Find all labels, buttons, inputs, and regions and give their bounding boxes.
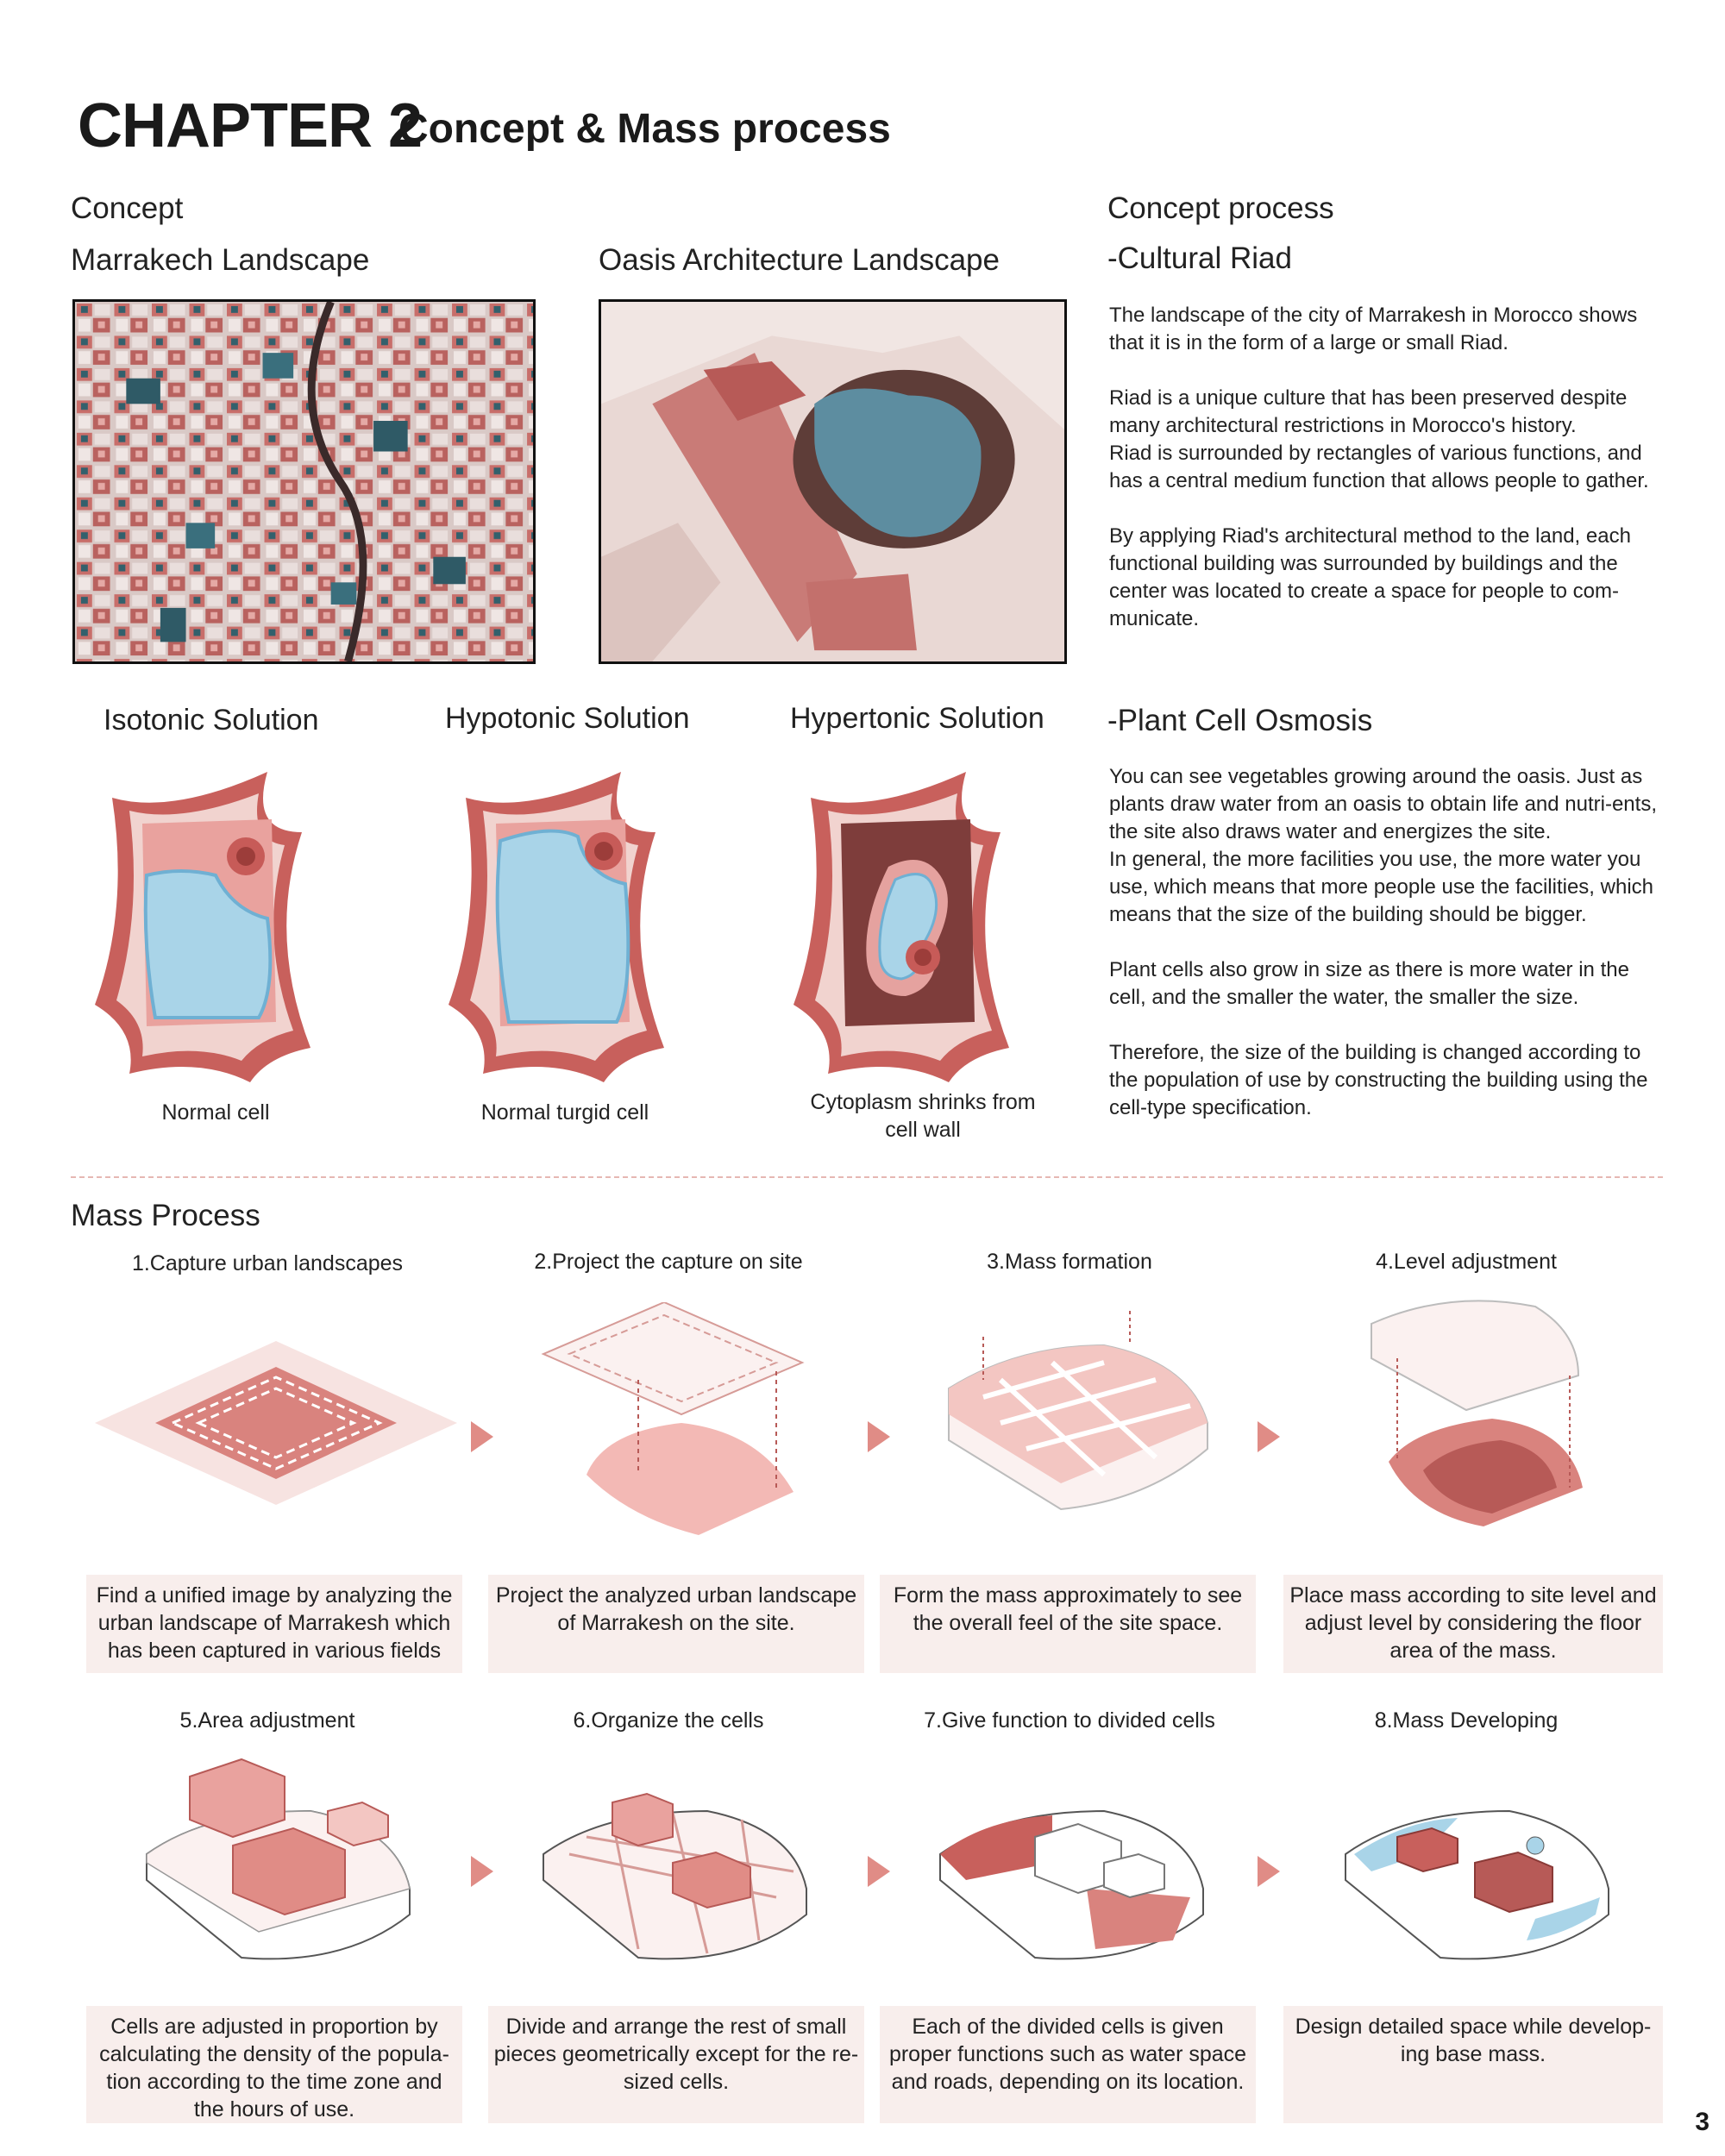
isotonic-cell-illustration — [95, 772, 336, 1091]
process-arrow-icon — [868, 1856, 890, 1887]
step-7-title: 7.Give function to divided cells — [924, 1708, 1215, 1733]
concept-process-heading: Concept process — [1107, 191, 1334, 225]
step-4-description: Place mass according to site level and a… — [1283, 1575, 1663, 1673]
step-8-diagram — [1337, 1768, 1613, 1966]
process-arrow-icon — [471, 1421, 493, 1452]
step-1-diagram — [95, 1341, 457, 1505]
osmosis-text: You can see vegetables growing around th… — [1109, 763, 1670, 1122]
mass-process-heading: Mass Process — [71, 1199, 260, 1232]
step-8-title: 8.Mass Developing — [1374, 1708, 1559, 1733]
process-arrow-icon — [1258, 1421, 1280, 1452]
riad-paragraph: By applying Riad's architectural method … — [1109, 524, 1631, 630]
step-5-description: Cells are adjusted in proportion by calc… — [86, 2006, 462, 2123]
step-5-title: 5.Area adjustment — [179, 1708, 355, 1733]
hypertonic-caption: Cytoplasm shrinks from cell wall — [810, 1090, 1036, 1142]
osmosis-paragraph: In general, the more facilities you use,… — [1109, 848, 1653, 926]
isotonic-title: Isotonic Solution — [104, 704, 319, 736]
step-2-diagram — [535, 1302, 811, 1535]
osmosis-paragraph: Therefore, the size of the building is c… — [1109, 1041, 1648, 1119]
process-arrow-icon — [471, 1856, 493, 1887]
osmosis-paragraph: Plant cells also grow in size as there i… — [1109, 958, 1629, 1009]
concept-heading: Concept — [71, 191, 184, 225]
step-6-title: 6.Organize the cells — [573, 1708, 764, 1733]
marrakech-title: Marrakech Landscape — [71, 243, 370, 277]
hypotonic-caption: Normal turgid cell — [480, 1100, 649, 1125]
step-7-description: Each of the divided cells is given prope… — [880, 2006, 1256, 2123]
oasis-aerial-photo — [599, 299, 1067, 664]
hypotonic-cell-illustration — [448, 772, 690, 1091]
step-5-diagram — [138, 1751, 414, 1966]
marrakech-aerial-photo — [72, 299, 536, 664]
step-6-description: Divide and arrange the rest of small pie… — [488, 2006, 864, 2123]
hypertonic-cell-illustration — [794, 772, 1035, 1091]
step-4-title: 4.Level adjustment — [1376, 1250, 1557, 1274]
riad-paragraph: Riad is a unique culture that has been p… — [1109, 386, 1628, 437]
plant-cell-osmosis-title: -Plant Cell Osmosis — [1107, 704, 1373, 737]
step-3-diagram — [932, 1311, 1216, 1518]
chapter-title: CHAPTER 2 — [78, 91, 423, 160]
process-arrow-icon — [1258, 1856, 1280, 1887]
step-1-title: 1.Capture urban landscapes — [131, 1251, 404, 1275]
step-6-diagram — [535, 1768, 811, 1966]
step-8-description: Design detailed space while develop-ing … — [1283, 2006, 1663, 2123]
riad-paragraph: Riad is surrounded by rectangles of vari… — [1109, 442, 1649, 492]
step-2-title: 2.Project the capture on site — [534, 1250, 803, 1274]
cultural-riad-title: -Cultural Riad — [1107, 241, 1292, 275]
riad-text: The landscape of the city of Marrakesh i… — [1109, 302, 1670, 633]
hypotonic-title: Hypotonic Solution — [445, 702, 690, 735]
isotonic-caption: Normal cell — [161, 1100, 270, 1125]
osmosis-paragraph: You can see vegetables growing around th… — [1109, 765, 1657, 843]
step-3-description: Form the mass approximately to see the o… — [880, 1575, 1256, 1673]
step-2-description: Project the analyzed urban landscape of … — [488, 1575, 864, 1673]
process-arrow-icon — [868, 1421, 890, 1452]
step-4-diagram — [1363, 1289, 1587, 1539]
step-1-description: Find a unified image by analyzing the ur… — [86, 1575, 462, 1673]
step-7-diagram — [932, 1768, 1208, 1966]
hypertonic-title: Hypertonic Solution — [790, 702, 1044, 735]
oasis-title: Oasis Architecture Landscape — [599, 243, 1000, 277]
riad-paragraph: The landscape of the city of Marrakesh i… — [1109, 304, 1638, 354]
section-divider — [71, 1176, 1663, 1178]
step-3-title: 3.Mass formation — [987, 1250, 1152, 1274]
chapter-subtitle: Concept & Mass process — [398, 106, 891, 152]
page-number: 3 — [1695, 2108, 1709, 2136]
